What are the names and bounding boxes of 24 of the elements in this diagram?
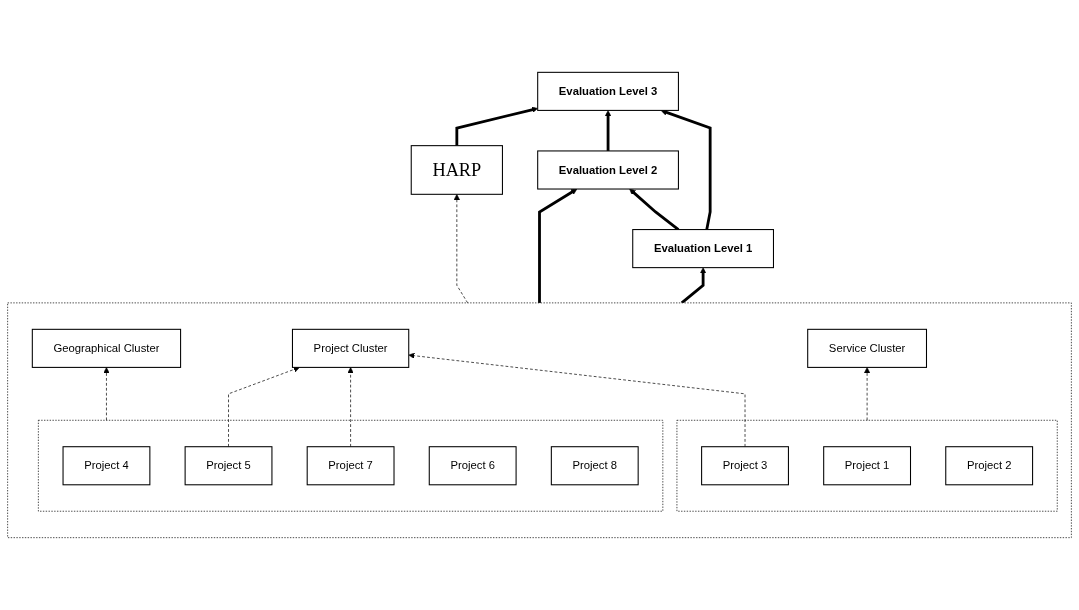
node-box: Service Cluster xyxy=(807,328,927,368)
node-box: Project 3 xyxy=(701,446,789,486)
node-box: Project 7 xyxy=(306,446,395,486)
arrow xyxy=(538,188,578,303)
arrow xyxy=(455,106,538,146)
node-box: Project Cluster xyxy=(291,328,410,368)
node-box: HARP xyxy=(410,145,503,195)
node-box: Project 4 xyxy=(62,446,151,486)
arrow xyxy=(629,188,680,231)
node-box: Evaluation Level 1 xyxy=(632,229,774,269)
arrow xyxy=(680,267,707,304)
node-box: Project 2 xyxy=(945,446,1034,486)
node-box: Evaluation Level 3 xyxy=(537,71,679,111)
node-box: Project 6 xyxy=(428,446,517,486)
cluster xyxy=(676,419,1058,512)
node-box: Geographical Cluster xyxy=(31,328,182,368)
arrow xyxy=(660,109,712,230)
node-box: Evaluation Level 2 xyxy=(537,150,679,190)
cluster xyxy=(7,302,1072,539)
node-box: Project 5 xyxy=(184,446,273,486)
arrow xyxy=(604,110,612,151)
cluster xyxy=(38,419,664,512)
node-box: Project 8 xyxy=(550,446,639,486)
node-box: Project 1 xyxy=(823,446,912,486)
